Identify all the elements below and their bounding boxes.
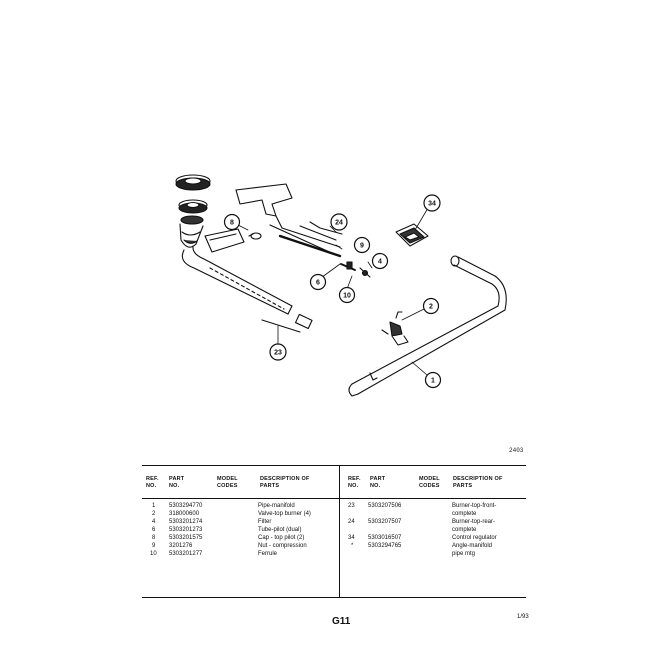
table-bottom-rule xyxy=(142,597,526,598)
burner-tube-front xyxy=(181,245,293,315)
burner-tube-rear xyxy=(235,183,343,258)
page-number: 1/93 xyxy=(517,614,529,620)
right-header-part: PART NO. xyxy=(370,476,386,489)
svg-text:1: 1 xyxy=(431,378,435,385)
pilot-fittings xyxy=(340,261,371,278)
table-row: 6 5303201273 Tube-pilot (dual) xyxy=(152,527,302,533)
table-divider xyxy=(339,465,340,598)
svg-text:10: 10 xyxy=(343,293,351,300)
callout-2: 2 xyxy=(422,297,440,315)
svg-text:24: 24 xyxy=(335,220,343,227)
table-top-rule xyxy=(142,465,526,466)
callout-10: 10 xyxy=(338,286,356,304)
manifold-pipe xyxy=(348,255,507,397)
parts-list-table: REF. NO. PART NO. MODEL CODES DESCRIPTIO… xyxy=(142,465,526,598)
table-row: 1 5303294770 Pipe-manifold xyxy=(152,503,295,509)
table-row: complete xyxy=(452,511,477,517)
svg-text:34: 34 xyxy=(428,201,436,208)
table-row: pipe mtg xyxy=(452,551,476,557)
burner-head-assembly xyxy=(175,174,211,248)
burner-valve xyxy=(381,311,409,346)
callout-1: 1 xyxy=(424,371,442,389)
right-header-ref: REF. NO. xyxy=(348,476,361,489)
svg-text:2: 2 xyxy=(429,304,433,311)
table-row: 24 5303207507 Burner-top-rear- xyxy=(348,519,496,525)
table-row: 9 3201276 Nut - compression xyxy=(152,543,307,549)
table-row: 10 5303201277 Ferrule xyxy=(150,551,278,557)
svg-text:8: 8 xyxy=(230,220,234,227)
svg-text:6: 6 xyxy=(316,280,320,287)
page-code: G11 xyxy=(332,616,351,627)
callout-4: 4 xyxy=(371,252,389,270)
pilot-cap xyxy=(250,232,262,240)
table-row: 8 5303201575 Cap - top pilot (2) xyxy=(152,535,305,541)
table-row: 2 318000600 Valve-top burner (4) xyxy=(152,511,311,517)
callout-24: 24 xyxy=(330,213,348,231)
callout-8: 8 xyxy=(223,213,241,231)
callout-9: 9 xyxy=(353,236,371,254)
right-header-desc: DESCRIPTION OF PARTS xyxy=(453,476,503,489)
callout-6: 6 xyxy=(309,273,327,291)
callout-34: 34 xyxy=(423,194,441,212)
right-header-model: MODEL CODES xyxy=(419,476,440,489)
table-header-rule xyxy=(142,498,526,499)
table-row: 4 5303201274 Filter xyxy=(152,519,272,525)
svg-text:23: 23 xyxy=(274,350,282,357)
orifice-fitting xyxy=(294,313,313,330)
table-row: 23 5303207506 Burner-top-front- xyxy=(348,503,497,509)
left-header-model: MODEL CODES xyxy=(217,476,238,489)
table-row: complete xyxy=(452,527,477,533)
left-header-desc: DESCRIPTION OF PARTS xyxy=(260,476,310,489)
sheet-code: 2403 xyxy=(509,447,524,454)
burner-bracket xyxy=(204,228,245,253)
svg-text:4: 4 xyxy=(378,259,382,266)
table-row: 34 5303016507 Control regulator xyxy=(348,535,497,541)
callout-23: 23 xyxy=(269,343,287,361)
control-regulator xyxy=(395,223,429,247)
left-header-part: PART NO. xyxy=(169,476,185,489)
table-row: * 5303294765 Angle-manifold xyxy=(351,543,493,549)
svg-text:9: 9 xyxy=(360,243,364,250)
left-header-ref: REF. NO. xyxy=(146,476,159,489)
